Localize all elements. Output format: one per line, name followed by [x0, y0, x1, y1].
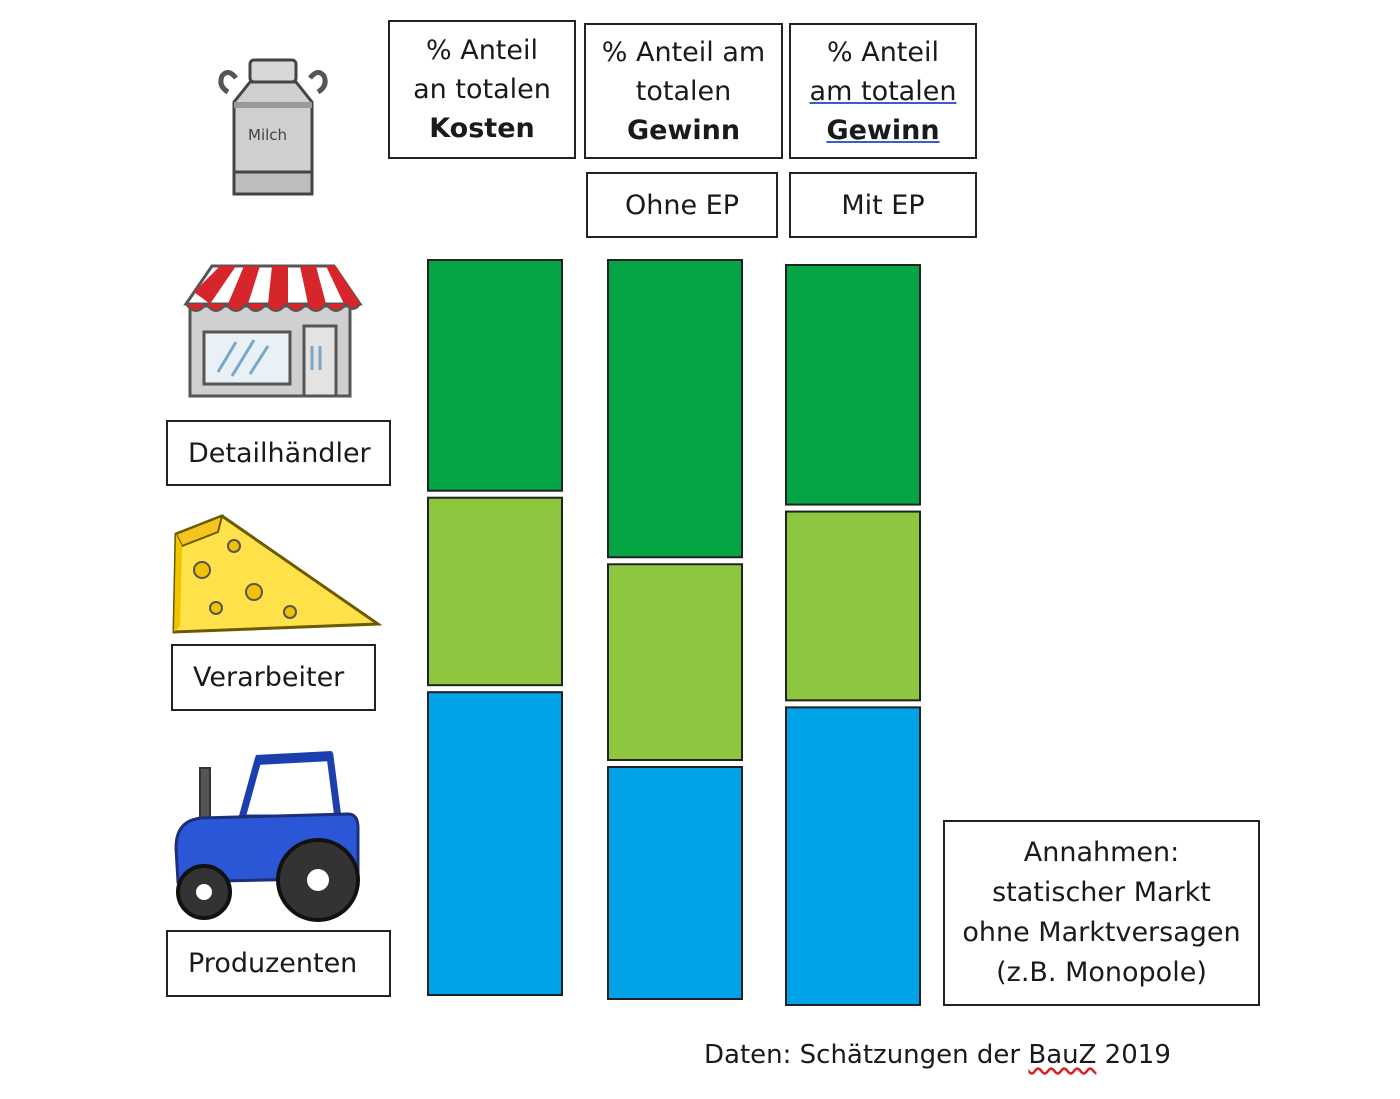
source-org: BauZ	[1028, 1040, 1097, 1070]
header-profit-with-ep: % Anteil am totalen Gewinn	[789, 23, 977, 159]
bar-produzenten-col1	[427, 691, 563, 996]
header-costs-line3: Kosten	[429, 113, 535, 144]
header-profit-no-ep-line1: % Anteil am	[601, 36, 766, 68]
note-line3: ohne Marktversagen	[962, 917, 1241, 948]
bar-detailhaendler-col1	[427, 259, 563, 492]
milk-can-text: Milch	[248, 126, 287, 144]
header-profit-no-ep: % Anteil am totalen Gewinn	[584, 23, 783, 159]
note-line1: Annahmen:	[1023, 837, 1180, 868]
bar-detailhaendler-col2	[607, 259, 743, 559]
tractor-icon	[174, 751, 360, 922]
bar-produzenten-col3	[785, 706, 921, 1007]
label-detailhaendler: Detailhändler	[166, 420, 391, 486]
header-profit-with-ep-line1: % Anteil	[826, 36, 940, 68]
shop-icon	[183, 264, 363, 398]
header-costs: % Anteil an totalen Kosten	[388, 20, 576, 159]
assumptions-note: Annahmen: statischer Markt ohne Marktver…	[943, 820, 1260, 1006]
bar-verarbeiter-col1	[427, 496, 563, 687]
source-note: Daten: Schätzungen der BauZ 2019	[704, 1040, 1171, 1070]
subheader-ohne-ep: Ohne EP	[586, 172, 778, 238]
source-year: 2019	[1096, 1040, 1171, 1070]
milk-can-icon: Milch	[218, 58, 328, 196]
header-costs-line2: an totalen	[413, 74, 551, 105]
label-verarbeiter: Verarbeiter	[171, 644, 376, 711]
label-produzenten: Produzenten	[166, 930, 391, 997]
bar-verarbeiter-col3	[785, 510, 921, 702]
cheese-icon	[172, 514, 383, 634]
header-profit-with-ep-line2: am totalen	[809, 75, 957, 107]
bar-verarbeiter-col2	[607, 563, 743, 761]
note-line2: statischer Markt	[992, 877, 1211, 908]
note-line4: (z.B. Monopole)	[996, 957, 1207, 988]
subheader-mit-ep: Mit EP	[789, 172, 977, 238]
header-profit-no-ep-line2: totalen	[635, 75, 732, 107]
header-profit-no-ep-line3: Gewinn	[626, 114, 741, 146]
source-prefix: Daten: Schätzungen der	[704, 1040, 1029, 1070]
header-costs-line1: % Anteil	[425, 35, 539, 66]
bar-detailhaendler-col3	[785, 264, 921, 506]
bar-produzenten-col2	[607, 766, 743, 1000]
header-profit-with-ep-line3: Gewinn	[826, 114, 940, 146]
